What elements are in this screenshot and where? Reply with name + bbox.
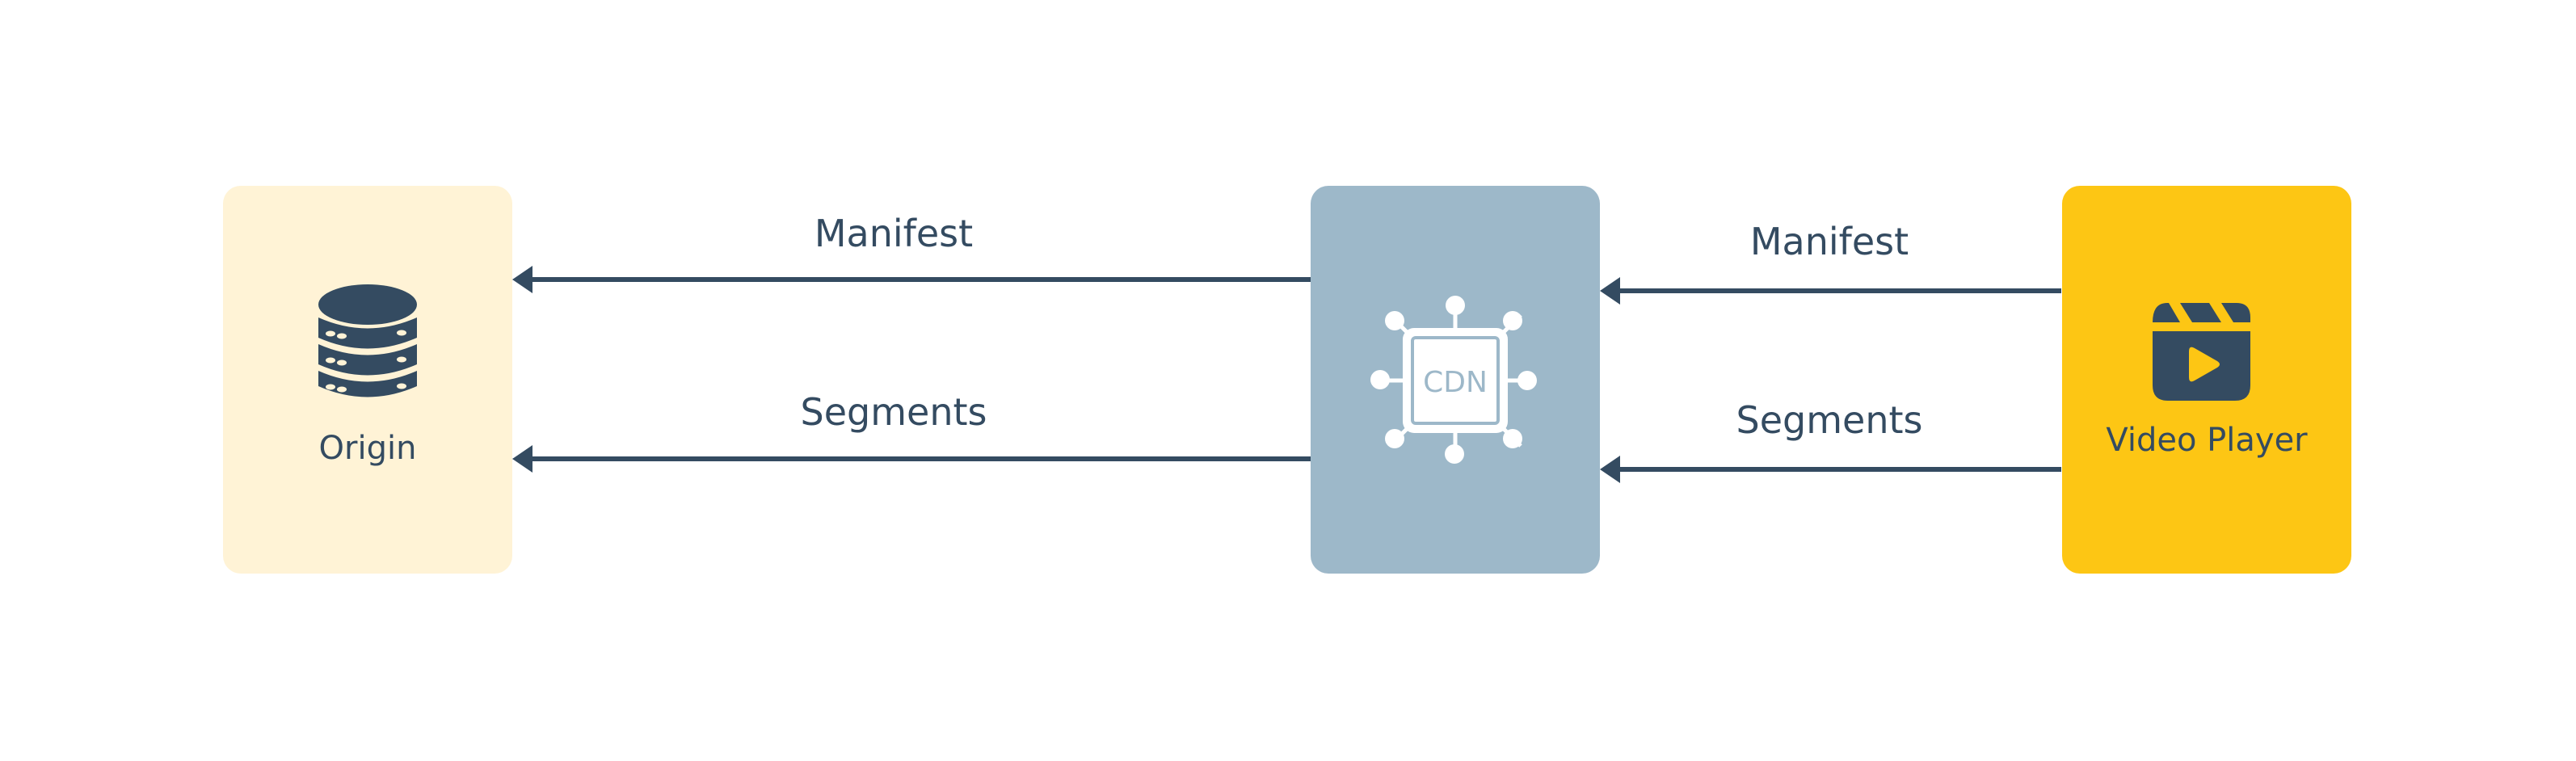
origin-node: Origin (223, 186, 512, 574)
cdn-icon-text: CDN (1423, 366, 1488, 399)
edge-label-manifest-left: Manifest (814, 212, 974, 255)
cdn-node: CDN (1311, 186, 1600, 574)
cdn-network-icon: CDN (1370, 296, 1537, 464)
video-clapper-play-icon (2153, 303, 2250, 401)
arrow-player-to-cdn-segments (1600, 456, 2061, 483)
database-icon (318, 284, 417, 397)
arrow-player-to-cdn-manifest (1600, 277, 2061, 305)
video-player-label: Video Player (2106, 422, 2308, 459)
edge-label-segments-right: Segments (1736, 398, 1923, 442)
video-player-node: Video Player (2062, 186, 2351, 574)
edge-label-segments-left: Segments (800, 390, 987, 434)
edge-label-manifest-right: Manifest (1749, 220, 1909, 263)
arrow-cdn-to-origin-manifest (512, 266, 1311, 293)
arrow-cdn-to-origin-segments (512, 445, 1311, 473)
origin-label: Origin (318, 430, 417, 467)
